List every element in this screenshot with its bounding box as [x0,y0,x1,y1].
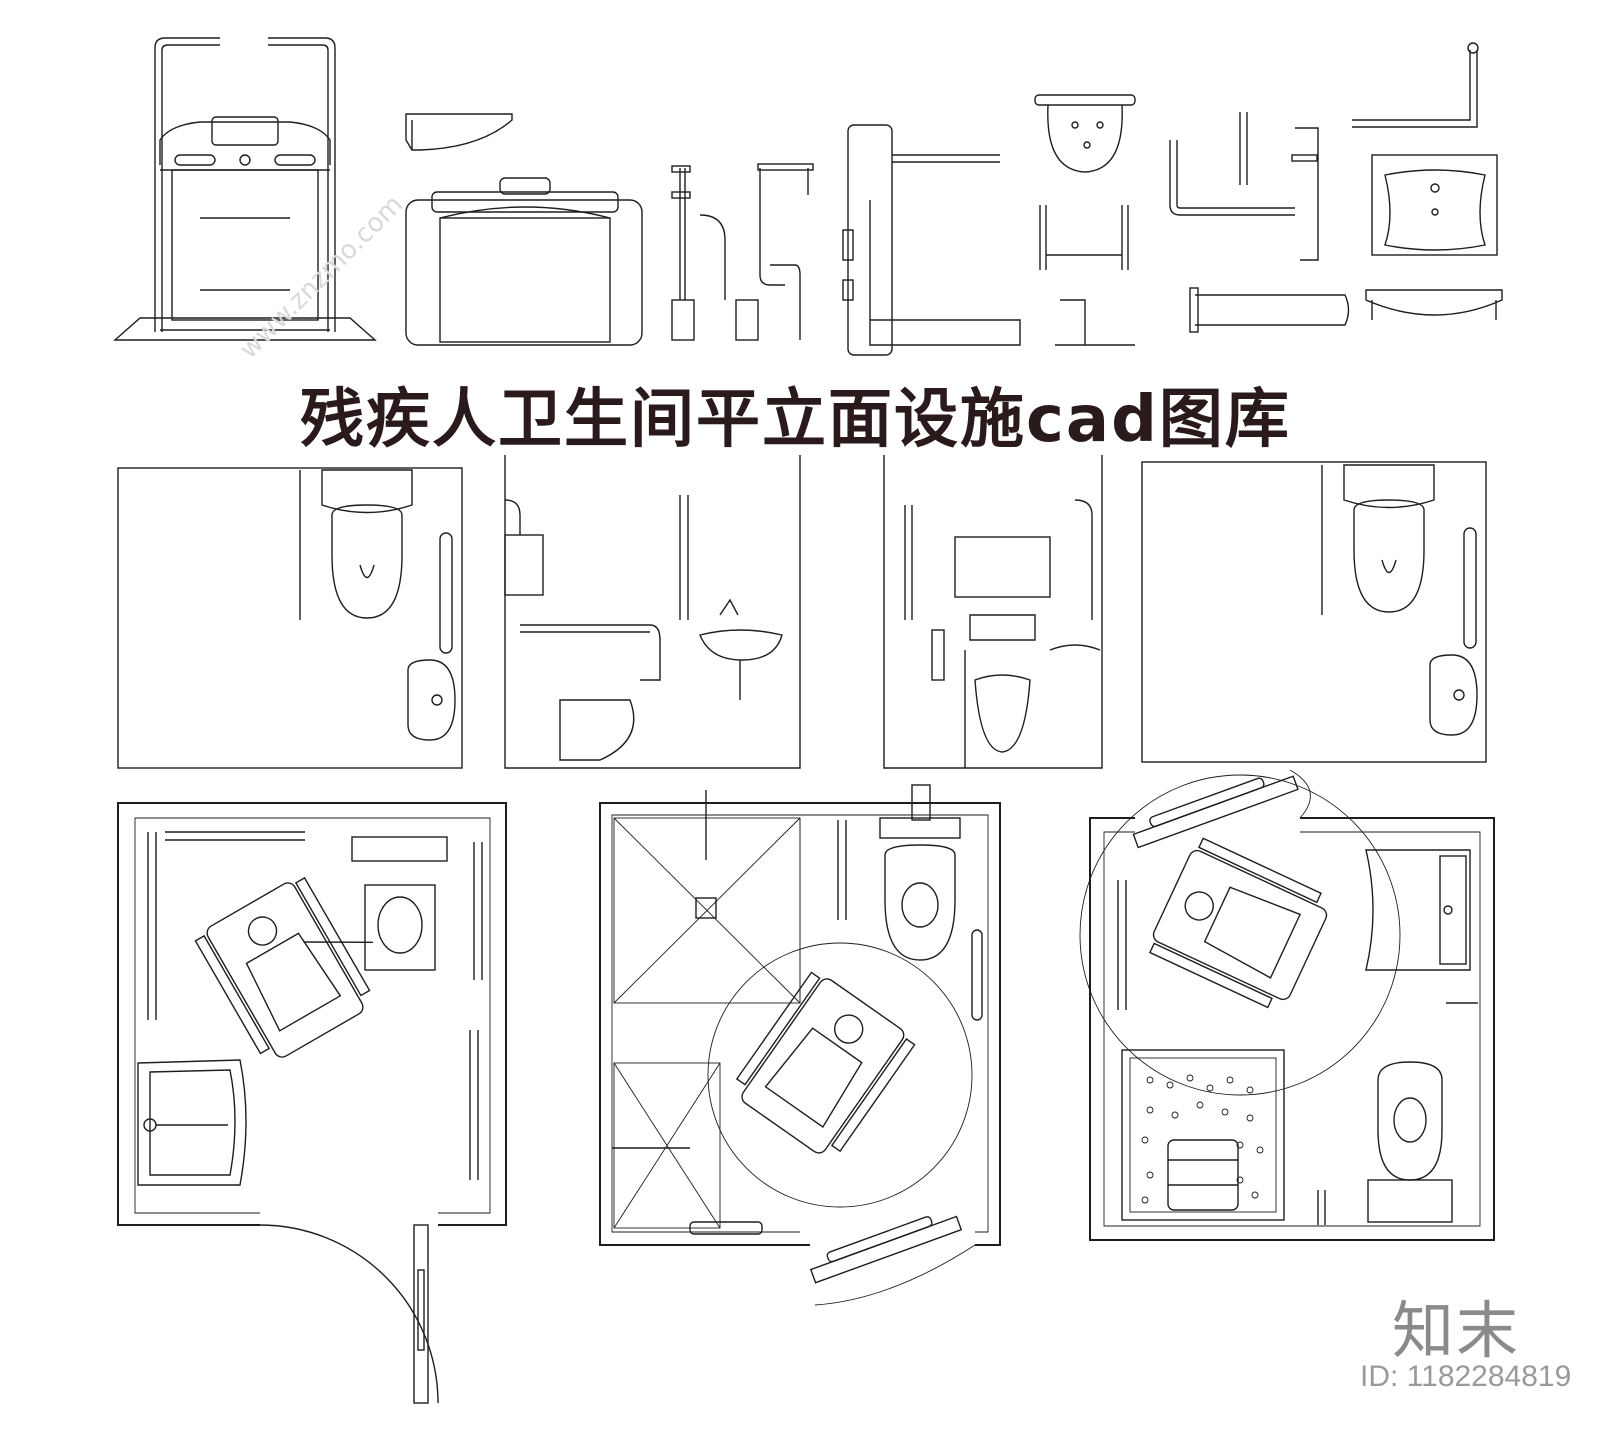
elevation-panel-4 [1141,461,1487,763]
image-id: ID: 1182284819 [1360,1360,1572,1393]
floor-plan-a [117,802,507,1404]
wash-basin [1365,154,1503,320]
grab-bar-details [671,163,814,341]
brand-logo: 知末 [1392,1294,1521,1367]
bath-seat-plan [405,177,643,346]
anti-slip-dots [1141,1074,1264,1204]
l-grab-bars [1169,42,1479,333]
floor-plan-b [599,784,1001,1306]
wheelchair-elevation [113,37,377,341]
shower-stool [1034,94,1136,346]
elevation-panel-1 [117,467,463,769]
fold-seat-elevation [405,113,513,151]
elevation-panel-3 [883,455,1103,769]
watermark-text: www.znzmo.com [234,190,409,365]
elevation-panel-2 [504,455,801,769]
floor-plan-c [1079,769,1495,1241]
page-title: 残疾人卫生间平立面设施cad图库 [300,383,1291,457]
shower-seat-elevation [842,124,1021,356]
